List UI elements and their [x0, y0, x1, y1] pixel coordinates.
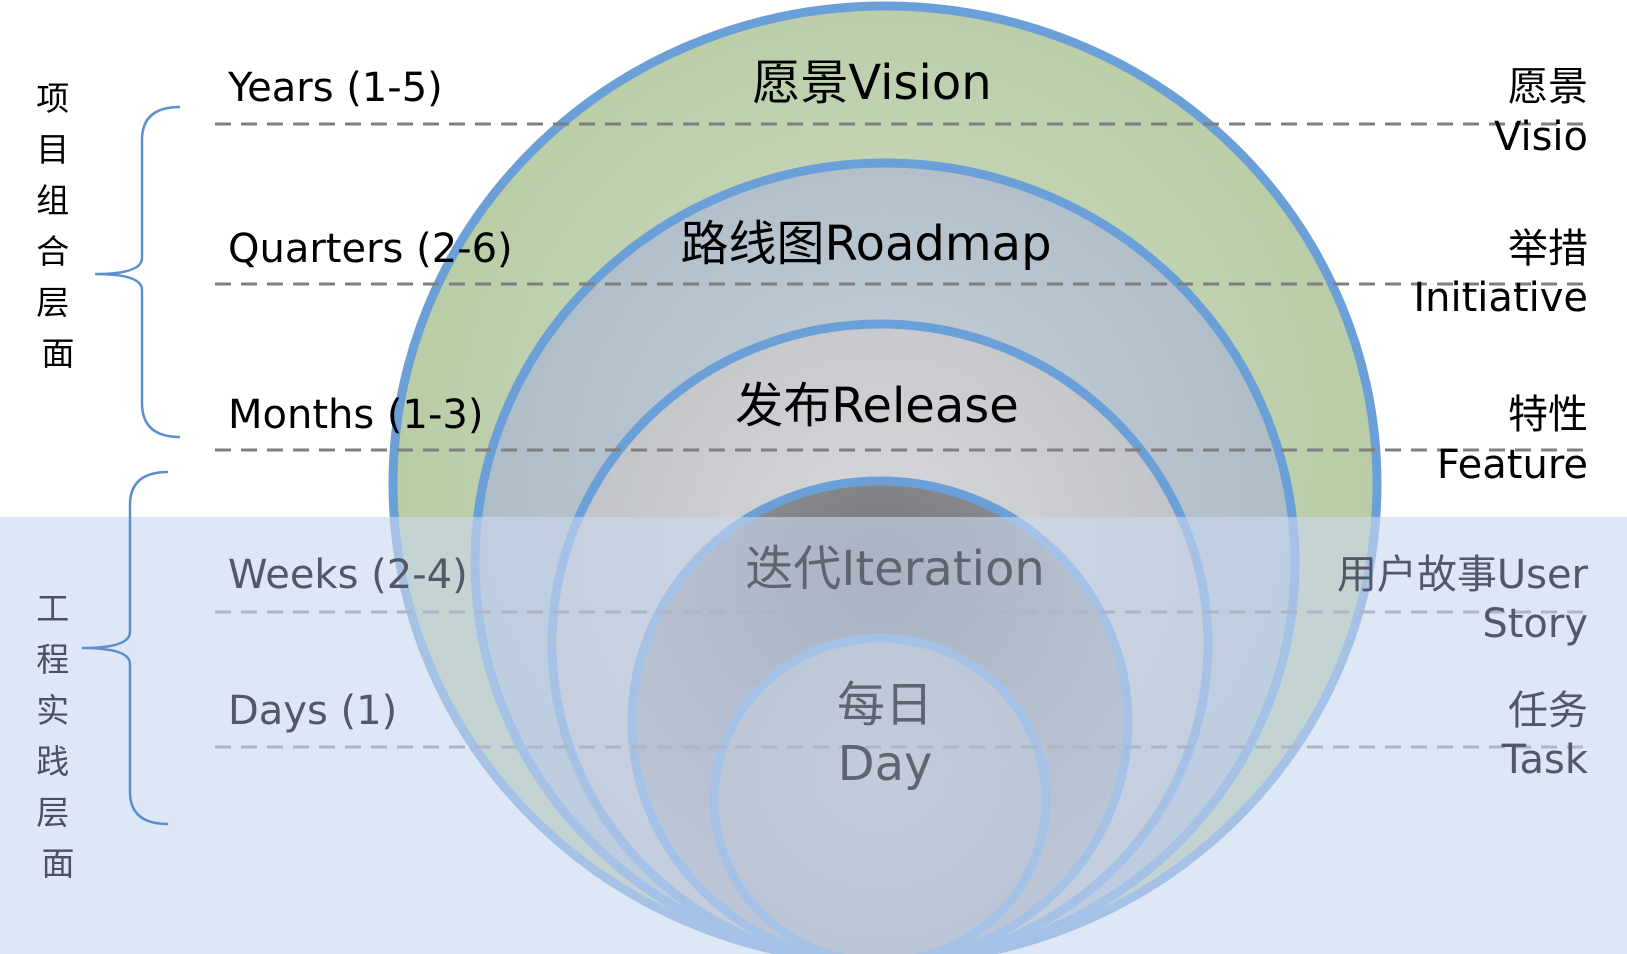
day-title-en: Day [838, 736, 933, 792]
engineering-char: 践 [36, 742, 69, 781]
day-title-cn: 每日 [837, 677, 933, 733]
time-label-years: Years (1-5) [227, 65, 443, 111]
engineering-char: 面 [42, 844, 75, 883]
artifact-vision-cn: 愿景 [1508, 64, 1588, 110]
portfolio-group-label: 项 目 组 合 层 面 [36, 79, 80, 373]
engineering-char: 层 [36, 793, 69, 832]
engineering-char: 实 [36, 691, 69, 730]
portfolio-char: 项 [36, 79, 69, 118]
roadmap-title: 路线图Roadmap [680, 216, 1051, 272]
portfolio-char: 面 [42, 334, 75, 373]
iteration-title: 迭代Iteration [745, 541, 1045, 597]
time-label-days: Days (1) [228, 688, 397, 734]
portfolio-char: 目 [36, 130, 69, 169]
portfolio-char: 合 [36, 232, 69, 271]
artifact-story-cn: 用户故事User [1337, 552, 1589, 598]
time-label-months: Months (1-3) [228, 392, 483, 438]
portfolio-char: 组 [36, 181, 69, 220]
time-labels: Years (1-5) Quarters (2-6) Months (1-3) … [227, 65, 513, 734]
engineering-char: 工 [36, 589, 69, 628]
engineering-overlay [0, 517, 1627, 954]
artifact-task-cn: 任务 [1508, 688, 1588, 734]
artifact-initiative-cn: 举措 [1508, 226, 1588, 272]
artifact-initiative-en: Initiative [1413, 275, 1588, 321]
artifact-task-en: Task [1501, 737, 1589, 783]
artifact-feature-cn: 特性 [1508, 392, 1588, 438]
artifact-labels: 愿景 Visio 举措 Initiative 特性 Feature 用户故事Us… [1337, 64, 1589, 783]
portfolio-char: 层 [36, 283, 69, 322]
level-titles: 愿景Vision 路线图Roadmap 发布Release 迭代Iteratio… [680, 55, 1051, 792]
release-title: 发布Release [735, 378, 1019, 434]
engineering-brace [81, 470, 169, 826]
portfolio-brace [94, 105, 181, 439]
time-label-quarters: Quarters (2-6) [228, 226, 513, 272]
time-label-weeks: Weeks (2-4) [228, 552, 468, 598]
engineering-char: 程 [36, 640, 69, 679]
vision-title: 愿景Vision [752, 55, 991, 111]
engineering-group-label: 工 程 实 践 层 面 [36, 589, 80, 883]
artifact-story-en: Story [1482, 601, 1588, 647]
artifact-feature-en: Feature [1437, 442, 1588, 488]
artifact-vision-en: Visio [1494, 114, 1588, 160]
